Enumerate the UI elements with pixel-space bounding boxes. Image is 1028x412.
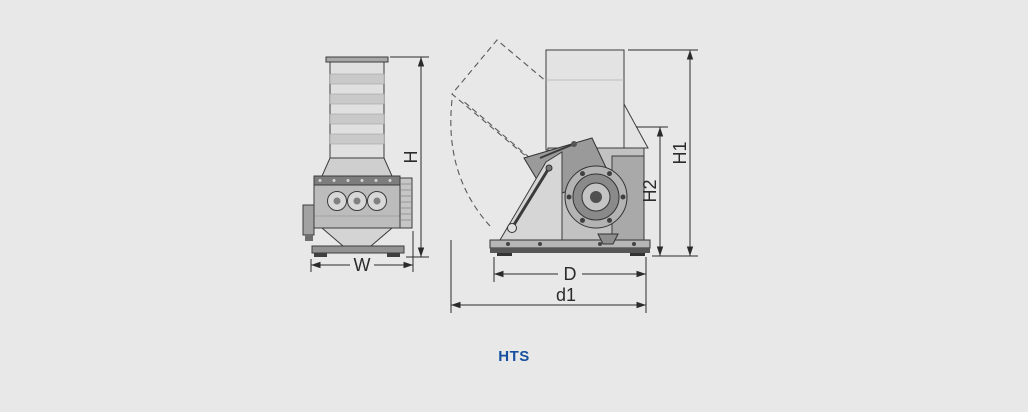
model-caption: HTS [498, 348, 530, 365]
side-base [489, 239, 651, 249]
base-bolt [538, 242, 542, 246]
front-hopper-rim [325, 56, 389, 63]
tilted-hopper-wall [461, 99, 531, 159]
bolt [318, 179, 322, 182]
flywheel-bolt [566, 194, 572, 200]
front-foot [387, 253, 400, 257]
side-base-rail [490, 248, 650, 253]
base-notch [597, 233, 619, 245]
bolt [346, 179, 350, 182]
front-hopper-flare [321, 157, 393, 177]
label-backing [350, 255, 374, 274]
flywheel-bolt [580, 217, 585, 223]
bolt [388, 179, 392, 182]
front-top-band [313, 175, 401, 186]
front-grill [399, 177, 413, 229]
arrowhead [656, 246, 664, 256]
dimension-label-d1: d1 [556, 285, 576, 305]
dimension-d1: d1 [450, 240, 646, 313]
side-foot [497, 253, 512, 256]
dimension-h1: H1 [628, 49, 698, 257]
flywheel-bolt [607, 171, 612, 177]
hopper-band [329, 113, 385, 125]
bolt [374, 179, 378, 182]
label-backing [558, 263, 582, 283]
side-hopper [545, 49, 625, 151]
base-bolt [598, 242, 602, 246]
dimension-d: D [493, 257, 647, 313]
dimension-label-h1: H1 [670, 141, 690, 164]
latch-lever [539, 143, 575, 159]
hopper-band [329, 93, 385, 105]
support-strut [510, 167, 551, 229]
arrowhead [636, 270, 646, 278]
side-foot [630, 253, 645, 256]
flywheel-hub [590, 191, 602, 203]
dimension-label-h2: H2 [640, 179, 660, 202]
dimension-h: H [390, 56, 429, 258]
front-foot [314, 253, 327, 257]
arrowhead [417, 57, 425, 67]
dimension-h2: H2 [636, 126, 668, 256]
flywheel-bolt [607, 217, 612, 223]
strut-pivot [507, 223, 517, 233]
strut-hinge [545, 164, 553, 172]
front-left-unit [302, 204, 315, 236]
flywheel-bolt [580, 171, 585, 177]
front-view-drawing [302, 56, 413, 257]
bearing-hub [333, 197, 341, 205]
side-view-drawing [450, 39, 651, 256]
arrowhead [403, 261, 413, 269]
arrowhead [636, 301, 646, 309]
base-bolt [506, 242, 510, 246]
bearing-hub [373, 197, 381, 205]
lever-knob [571, 141, 577, 147]
arrowhead [311, 261, 321, 269]
swing-arc [450, 99, 491, 227]
arrowhead [494, 270, 504, 278]
arrowhead [417, 247, 425, 257]
side-hopper-chute [623, 103, 649, 149]
arrowhead [451, 301, 461, 309]
base-bolt [632, 242, 636, 246]
bolt [332, 179, 336, 182]
rotor-flywheel [564, 165, 628, 229]
dimension-w: W [310, 231, 414, 275]
arrowhead [686, 50, 694, 60]
dimension-label-w: W [354, 255, 371, 275]
hopper-band [329, 133, 385, 145]
front-discharge [320, 227, 394, 247]
front-base [311, 245, 405, 254]
bolt [360, 179, 364, 182]
dimension-label-h: H [401, 151, 421, 164]
dimension-label-d: D [564, 264, 577, 284]
arrowhead [656, 127, 664, 137]
front-left-foot [305, 235, 313, 241]
bearing-hub [353, 197, 361, 205]
flywheel-bolt [620, 194, 626, 200]
arrowhead [686, 246, 694, 256]
hopper-band [329, 73, 385, 85]
